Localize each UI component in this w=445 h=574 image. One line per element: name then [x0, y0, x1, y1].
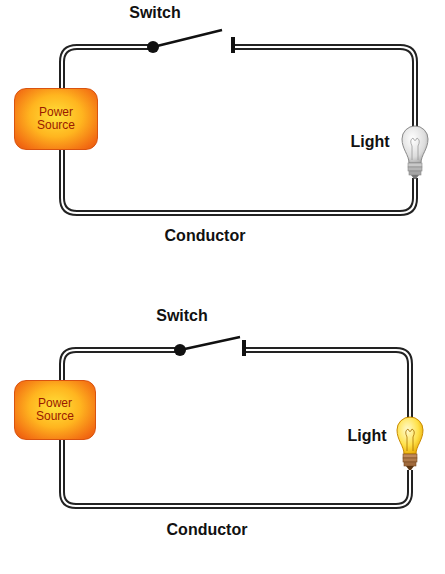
power-source-box: Power Source — [14, 88, 98, 150]
conductor-wire — [62, 47, 415, 213]
part-label: Switch — [129, 4, 181, 22]
part-label: Conductor — [167, 521, 248, 539]
switch-symbol — [147, 30, 235, 53]
switch-symbol — [174, 337, 246, 356]
conductor-wire — [62, 350, 410, 506]
node-label: Power Source — [30, 106, 82, 131]
node-label: Power Source — [29, 397, 81, 422]
power-source-box: Power Source — [14, 380, 96, 440]
part-label: Light — [350, 133, 389, 151]
light-bulb-off — [402, 125, 428, 179]
part-label: Conductor — [165, 227, 246, 245]
light-bulb-on — [397, 417, 423, 470]
part-label: Switch — [156, 307, 208, 325]
part-label: Light — [347, 427, 386, 445]
